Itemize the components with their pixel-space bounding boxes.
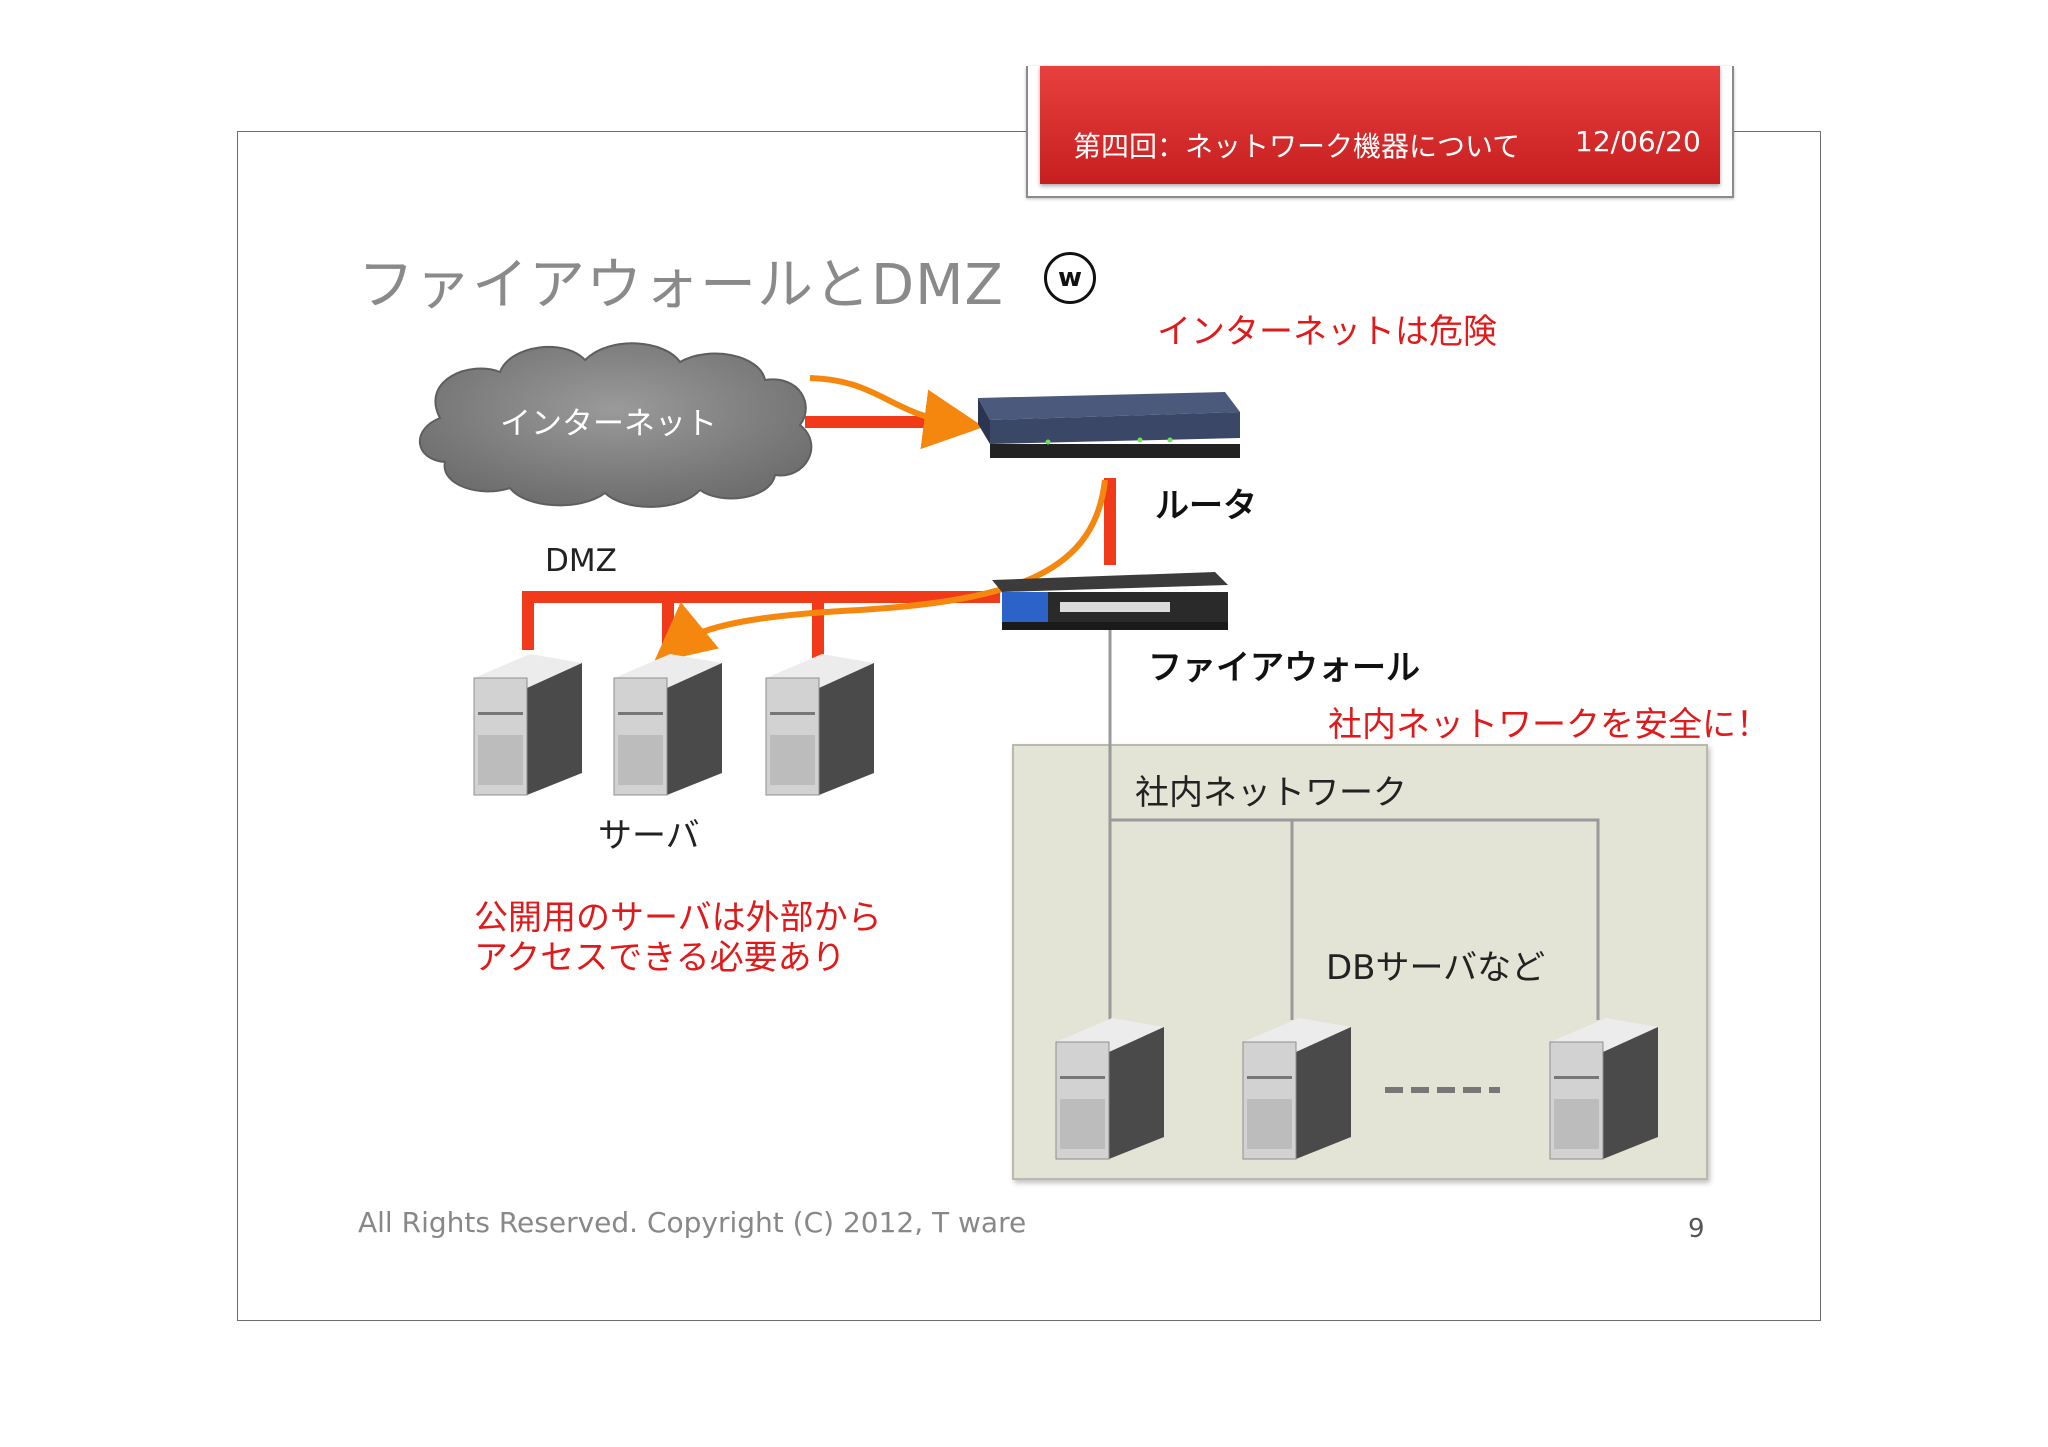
header-banner — [1040, 66, 1720, 184]
w-logo-icon: w — [1044, 252, 1096, 304]
public-server-note-line2: アクセスできる必要あり — [474, 938, 846, 978]
internet-cloud-icon — [419, 342, 813, 508]
public-server-note-line1: 公開用のサーバは外部から — [474, 898, 882, 938]
firewall-label: ファイアウォール — [1148, 648, 1420, 688]
internet-danger-label: インターネットは危険 — [1157, 312, 1497, 352]
internet-cloud-label: インターネット — [500, 406, 717, 442]
router-icon — [978, 392, 1240, 458]
footer-copyright: All Rights Reserved. Copyright (C) 2012,… — [358, 1206, 1027, 1239]
dmz-server-3-icon — [765, 654, 874, 796]
slide-title: ファイアウォールとDMZ — [358, 253, 1004, 318]
servers-label: サーバ — [598, 816, 700, 856]
intranet-lines — [1108, 630, 1600, 1093]
internal-server-3-icon — [1549, 1018, 1658, 1160]
orange-flows — [653, 375, 1108, 664]
router-label: ルータ — [1155, 486, 1257, 526]
dmz-label: DMZ — [545, 543, 617, 579]
banner-date: 12/06/20 — [1575, 125, 1701, 158]
firewall-icon — [992, 572, 1228, 630]
dmz-server-1-icon — [473, 654, 582, 796]
banner-title: 第四回：ネットワーク機器について — [1073, 130, 1521, 163]
intranet-label: 社内ネットワーク — [1135, 773, 1407, 813]
page-number: 9 — [1688, 1214, 1705, 1244]
internal-server-2-icon — [1242, 1018, 1351, 1160]
db-servers-label: DBサーバなど — [1326, 948, 1546, 988]
dmz-server-2-icon — [613, 654, 722, 796]
internal-server-1-icon — [1055, 1018, 1164, 1160]
logo-letter: w — [1057, 263, 1083, 293]
intranet-safe-label: 社内ネットワークを安全に！ — [1328, 705, 1770, 745]
